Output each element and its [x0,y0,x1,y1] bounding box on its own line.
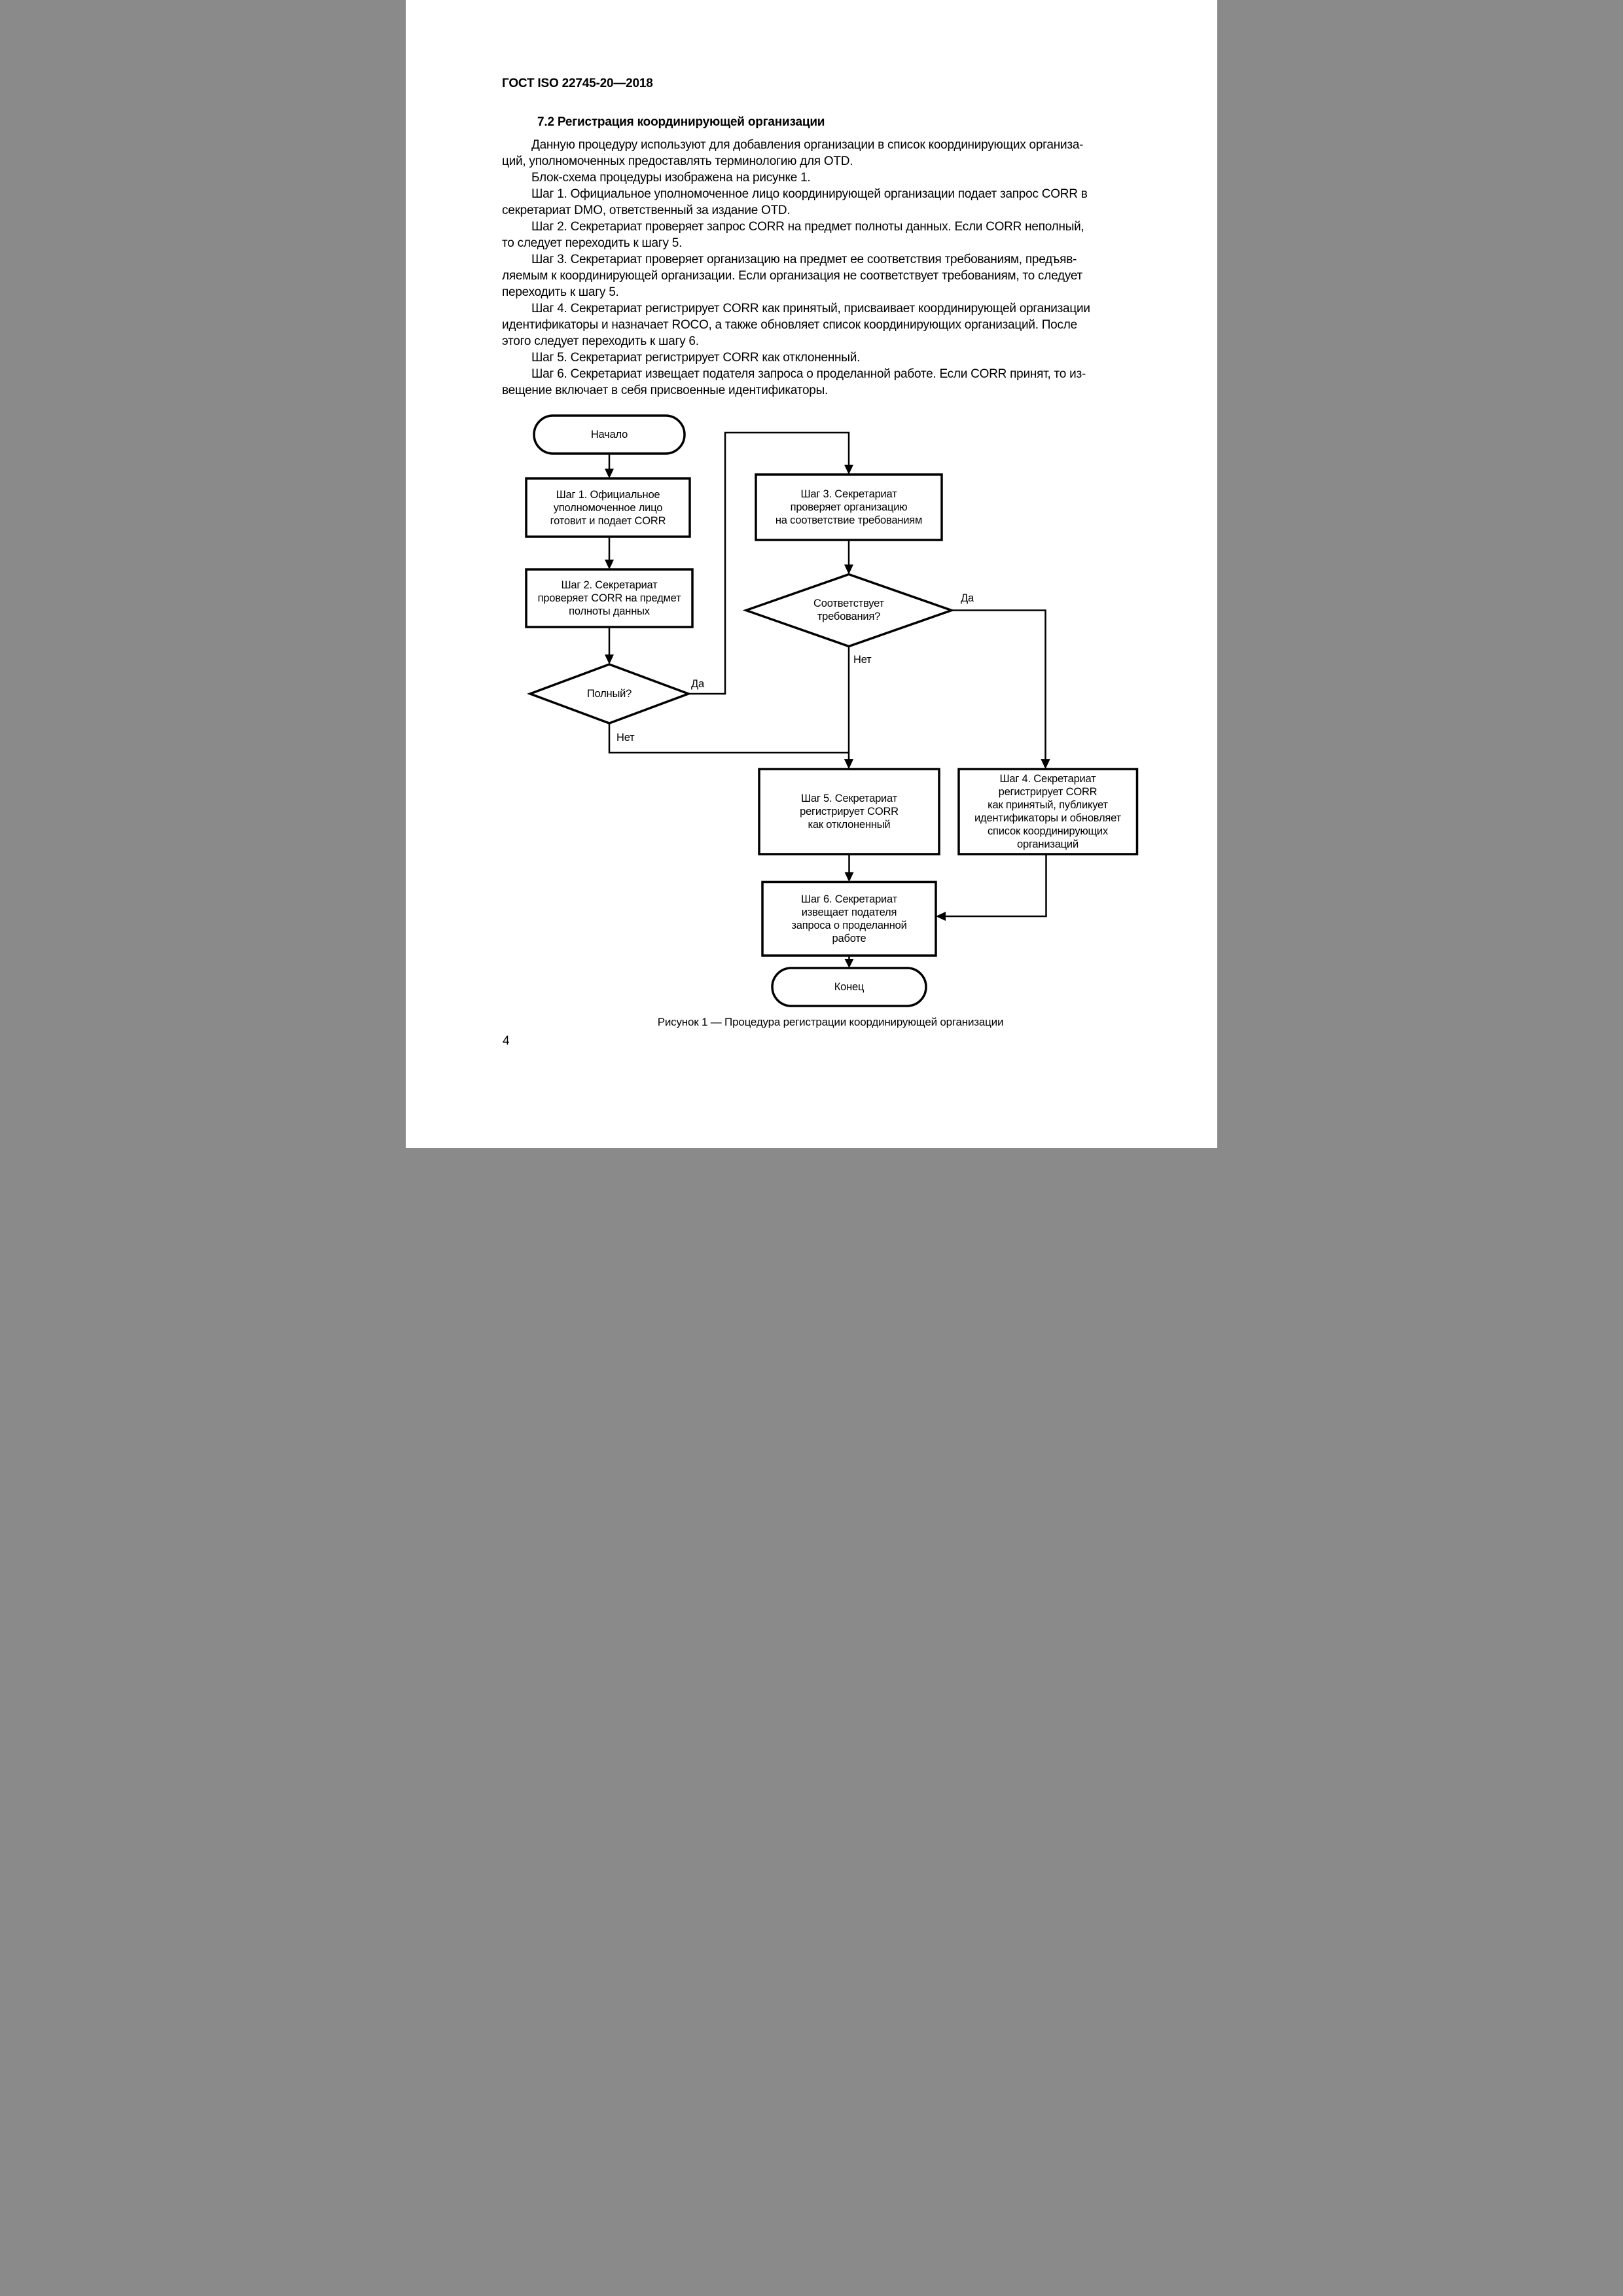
flow-node-decision1: Полный? [586,688,632,700]
arrowhead-icon [844,959,854,968]
branch-label-no-decision2: Нет [853,654,872,666]
flow-node-step1: Шаг 1. Официальное уполномоченное лицо г… [550,488,666,527]
figure-caption: Рисунок 1 — Процедура регистрации коорди… [657,1016,1004,1028]
end-terminator-shape [771,967,927,1007]
flow-node-step2: Шаг 2. Секретариат проверяет CORR на пре… [537,579,681,617]
flow-node-start: Начало [590,429,628,440]
document-page: ГОСТ ISO 22745-20—2018 7.2 Регистрация к… [406,0,1217,1148]
edge-step4-step6 [946,854,1047,918]
edge-decision1-yes-step3 [688,431,850,695]
branch-label-yes-decision1: Да [691,678,704,690]
paragraph-step6: Шаг 6. Секретариат извещает подателя зап… [502,367,1086,397]
page-number: 4 [503,1034,510,1048]
branch-label-yes-decision2: Да [961,592,974,604]
step1-box-shape [525,477,691,538]
paragraph-step3: Шаг 3. Секретариат проверяет организацию… [502,253,1083,299]
arrowhead-icon [605,469,614,478]
flow-node-step3: Шаг 3. Секретариат проверяет организацию… [775,488,923,526]
paragraph-step4: Шаг 4. Секретариат регистрирует CORR как… [502,302,1090,348]
arrowhead-icon [1041,759,1050,769]
arrowhead-icon [844,872,854,882]
arrowhead-icon [605,560,614,569]
arrowhead-icon [605,655,614,664]
arrowhead-icon [936,912,946,921]
flow-node-step5: Шаг 5. Секретариат регистрирует CORR как… [800,793,899,831]
paragraph-intro: Данную процедуру используют для добавлен… [502,138,1084,168]
flow-node-step4: Шаг 4. Секретариат регистрирует CORR как… [974,773,1121,850]
flowchart [525,414,1139,1007]
arrowhead-icon [844,465,853,475]
edge-decision2-yes-step4 [952,609,1046,760]
flow-node-end: Конец [834,981,865,993]
arrowhead-icon [844,564,853,575]
flow-node-decision2: Соответствует требования? [813,598,884,622]
flow-node-step6: Шаг 6. Секретариат извещает подателя зап… [791,893,907,944]
paragraph-step2: Шаг 2. Секретариат проверяет запрос CORR… [502,220,1084,250]
body-text: Данную процедуру используют для добавлен… [502,137,1159,399]
paragraph-figure-ref: Блок-схема процедуры изображена на рисун… [531,171,811,185]
paragraph-step1: Шаг 1. Официальное уполномоченное лицо к… [502,187,1088,217]
paragraph-step5: Шаг 5. Секретариат регистрирует CORR как… [531,351,861,365]
section-title: 7.2 Регистрация координирующей организац… [537,115,825,129]
arrowhead-icon [844,759,853,769]
edge-decision1-no-step5 [608,723,849,754]
step4-box-shape [957,768,1139,855]
document-designation: ГОСТ ISO 22745-20—2018 [502,77,653,90]
branch-label-no-decision1: Нет [616,732,635,744]
